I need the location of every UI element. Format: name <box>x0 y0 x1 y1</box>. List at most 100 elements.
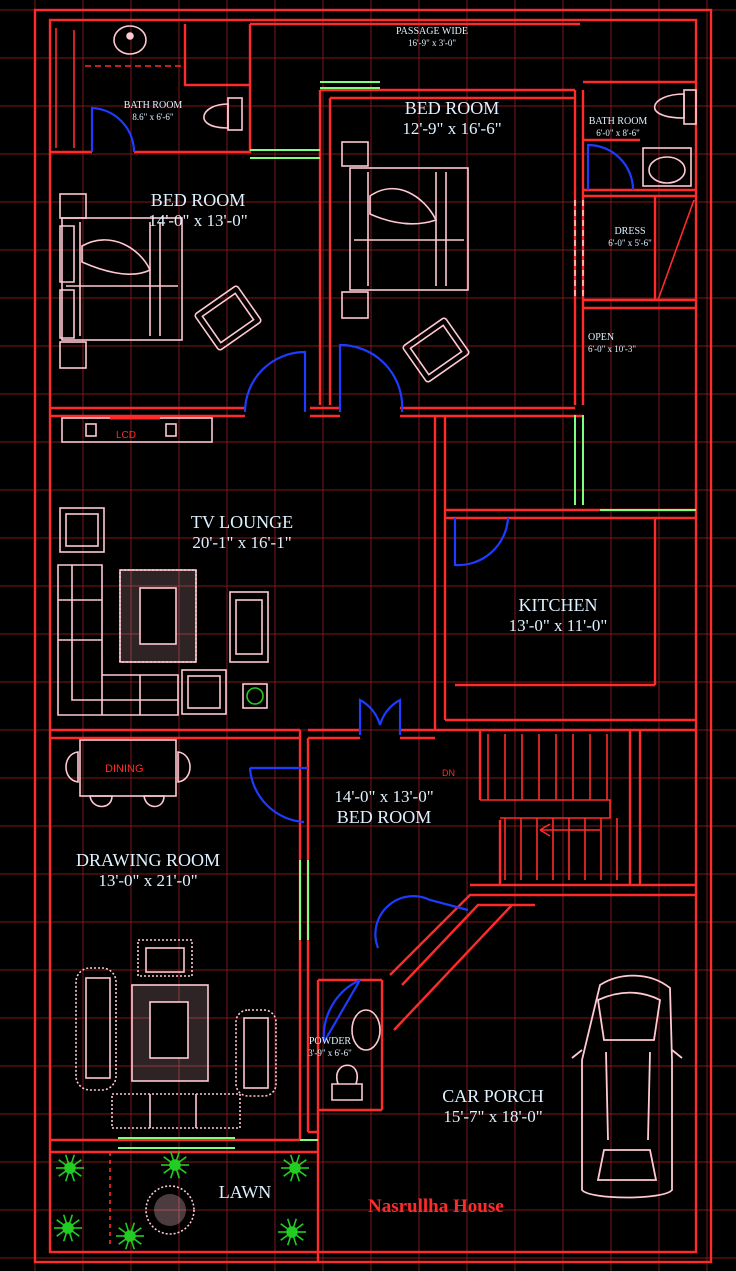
plant <box>281 1154 309 1182</box>
dress-dim: 6'-0" x 5'-6" <box>608 237 652 248</box>
drawing-table <box>149 1001 189 1059</box>
open-name: OPEN <box>588 332 615 343</box>
dn-arrow <box>539 823 600 837</box>
label-lawn: LAWN <box>200 1182 290 1203</box>
windows <box>118 81 696 1149</box>
bath2-walls <box>583 80 696 310</box>
bed1-pillows <box>59 225 75 339</box>
plant <box>56 1154 84 1182</box>
passage-name: PASSAGE WIDE <box>396 26 468 37</box>
bed3-walls <box>308 728 435 740</box>
stair-walls <box>478 730 642 885</box>
label-bed1: BED ROOM 14'-0" x 13'-0" <box>118 190 278 230</box>
label-bath2: BATH ROOM 6'-0" x 8'-6" <box>578 116 658 138</box>
label-passage: PASSAGE WIDE 16'-9" x 3'-0" <box>372 26 492 48</box>
lounge-dim: 20'-1" x 16'-1" <box>192 532 292 552</box>
lounge-name: TV LOUNGE <box>190 512 294 532</box>
dress-dash <box>574 200 584 300</box>
bath1-name: BATH ROOM <box>123 100 183 111</box>
drawing-chair-top <box>137 939 193 977</box>
bath1-inner <box>55 28 75 148</box>
kitchen-walls <box>433 416 696 732</box>
door-bed2 <box>338 343 404 413</box>
bed1-nightstand-bottom <box>59 341 87 369</box>
plant-core <box>169 1159 181 1171</box>
bed1-nightstand-top <box>59 193 87 219</box>
window-bed2-top <box>320 81 380 89</box>
bed1-chair <box>194 285 262 351</box>
car <box>571 974 683 1199</box>
lounge-side-chair <box>229 591 269 663</box>
porch-top-wall <box>470 883 696 897</box>
lawn-plants <box>54 1151 309 1250</box>
passage-dim: 16'-9" x 3'-0" <box>407 37 457 48</box>
plant <box>161 1151 189 1179</box>
bed1-name: BED ROOM <box>150 190 246 210</box>
drawing-dim: 13'-0" x 21'-0" <box>98 870 198 890</box>
bath2-basin <box>642 147 692 187</box>
label-porch: CAR PORCH 15'-7" x 18'-0" <box>420 1086 566 1126</box>
plant-core <box>124 1230 136 1242</box>
bed2-chair <box>402 317 470 383</box>
label-bed2: BED ROOM 12'-9" x 16'-6" <box>372 98 532 138</box>
plant <box>116 1222 144 1250</box>
lounge-sofa <box>57 564 179 716</box>
bed1-sheet <box>81 239 152 275</box>
plant-core <box>64 1162 76 1174</box>
label-bath1: BATH ROOM 8.6" x 6'-6" <box>100 100 206 122</box>
window-bath-bed2 <box>250 149 320 159</box>
doors <box>90 106 635 1043</box>
plant-core <box>286 1226 298 1238</box>
bath1-walls <box>50 24 252 154</box>
porch-dim: 15'-7" x 18'-0" <box>443 1106 543 1126</box>
open-dim: 6'-0" x 10'-3" <box>588 343 637 354</box>
label-dress: DRESS 6'-0" x 5'-6" <box>592 226 668 248</box>
door-bath2 <box>586 143 635 191</box>
drawing-name: DRAWING ROOM <box>75 850 221 870</box>
bed2-nightstand-top <box>341 141 369 167</box>
diagonal-wall <box>389 893 535 1031</box>
bed2-name: BED ROOM <box>404 98 500 118</box>
bath2-toilet <box>653 93 685 119</box>
bed2-walls <box>318 88 585 405</box>
door-bed1 <box>243 350 307 413</box>
bed2-frame <box>349 167 469 291</box>
drawing-sofa-bottom <box>111 1093 241 1129</box>
powder-dim: 3'-9" x 6'-6" <box>308 1047 352 1058</box>
bed2-nightstand-bottom <box>341 291 369 319</box>
outer-boundary <box>33 8 713 1264</box>
door-kitchen <box>453 517 510 567</box>
dn-tag: DN <box>442 768 455 778</box>
window-open-kitchen <box>574 415 584 505</box>
drawing-sofa-right <box>235 1009 277 1097</box>
window-drawing-bottom <box>118 1137 235 1149</box>
drawing-sofa-left <box>75 967 117 1091</box>
label-drawing: DRAWING ROOM 13'-0" x 21'-0" <box>50 850 246 890</box>
staircase <box>480 734 618 880</box>
label-powder: POWDER 3'-9" x 6'-6" <box>304 1036 356 1058</box>
dress-name: DRESS <box>614 226 646 237</box>
bed1-frame <box>61 217 183 341</box>
label-lounge: TV LOUNGE 20'-1" x 16'-1" <box>160 512 324 552</box>
lounge-table <box>139 587 177 645</box>
walls <box>33 8 713 1264</box>
label-kitchen: KITCHEN 13'-0" x 11'-0" <box>490 595 626 635</box>
plant <box>54 1214 82 1242</box>
bed1-dim: 14'-0" x 13'-0" <box>148 210 248 230</box>
door-bed3-double <box>358 698 402 735</box>
label-bed3: 14'-0" x 13'-0" BED ROOM <box>310 787 458 827</box>
bed3-name: BED ROOM <box>336 806 432 827</box>
lawn-name: LAWN <box>218 1182 272 1202</box>
lcd-tag: LCD <box>116 430 137 441</box>
plant <box>278 1218 306 1246</box>
powder-name: POWDER <box>308 1036 352 1047</box>
bed2-sheet <box>369 187 438 225</box>
stair-landing <box>480 799 611 819</box>
bath1-basin <box>113 25 147 55</box>
bath2-name: BATH ROOM <box>588 116 648 127</box>
bed2-dim: 12'-9" x 16'-6" <box>402 118 502 138</box>
porch-name: CAR PORCH <box>442 1086 544 1106</box>
dress-diagonal <box>657 199 695 301</box>
lawn-shrub <box>145 1185 195 1235</box>
